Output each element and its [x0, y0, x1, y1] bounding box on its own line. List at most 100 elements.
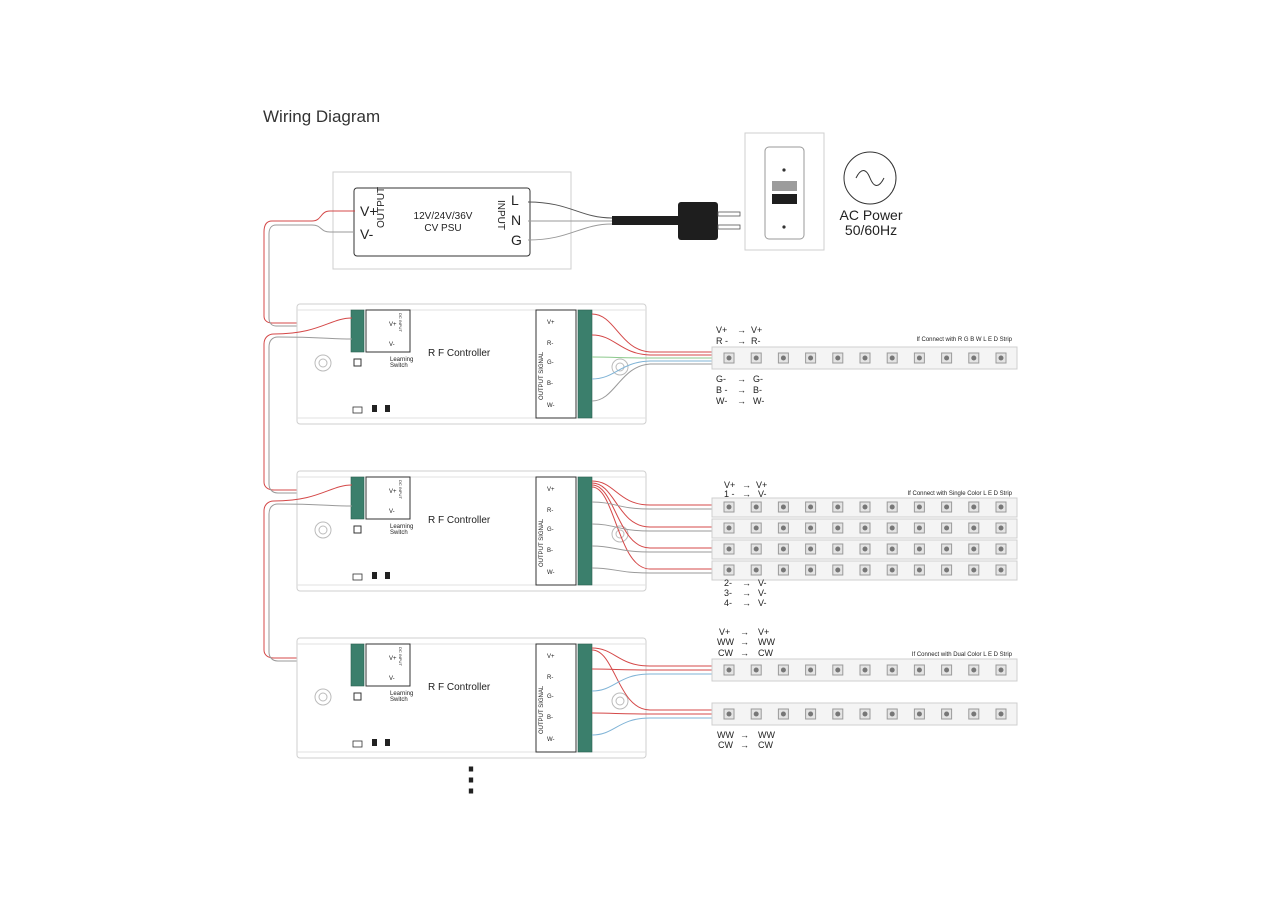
led-chip-center [780, 667, 786, 673]
led-chip-center [835, 525, 841, 531]
controller-3-input-vminus: V- [389, 676, 395, 682]
psu-n-label: N [511, 212, 521, 228]
led-chip-center [998, 567, 1004, 573]
rgbw-g-wire [591, 356, 712, 359]
led-chip-center [726, 546, 732, 552]
controller-1-output-panel [535, 309, 577, 419]
dual-label-from: CW [718, 648, 733, 658]
led-chip-center [889, 355, 895, 361]
controller-1-out-r: R- [547, 341, 553, 347]
controller-3-dip-2 [385, 739, 390, 746]
led-chip-center [971, 504, 977, 510]
controller-2-out-vplus: V+ [547, 487, 555, 493]
led-chip-center [753, 355, 759, 361]
controller-1-switch-label: Switch [390, 363, 408, 369]
diagram-title: Wiring Diagram [263, 107, 380, 126]
single-label-to: V- [758, 598, 767, 608]
controller-2-learning-button[interactable] [353, 525, 362, 534]
led-chip-center [998, 711, 1004, 717]
controller-1-out-g: G- [547, 360, 554, 366]
led-chip-center [808, 567, 814, 573]
led-chip-center [726, 355, 732, 361]
controller-2-out-r: R- [547, 508, 553, 514]
led-chip-center [971, 525, 977, 531]
led-chip-center [916, 355, 922, 361]
dual-2-cw-wire [591, 717, 712, 736]
single-label-from: V+ [724, 480, 735, 490]
led-chip-center [726, 504, 732, 510]
led-chip-center [753, 711, 759, 717]
controller-1-learning-label: Learning [390, 357, 413, 363]
led-chip-center [780, 504, 786, 510]
rgbw-label-to: R- [751, 336, 761, 346]
rgbw-r-wire [591, 334, 712, 356]
single-arrow: → [742, 598, 751, 608]
dual-label-to: WW [758, 637, 775, 647]
controller-3-input-vplus: V+ [389, 656, 397, 662]
single-label-to: V- [758, 489, 767, 499]
led-chip-center [835, 546, 841, 552]
rgbw-arrow: → [737, 374, 746, 384]
controller-2-learning-label: Learning [390, 524, 413, 530]
dual-2-ww-wire [591, 712, 712, 715]
led-chip-center [808, 504, 814, 510]
outlet-screw-top [782, 168, 786, 172]
controller-3-learning-button[interactable] [353, 692, 362, 701]
psu-output-label: OUTPUT [376, 187, 387, 228]
led-chip-center [944, 667, 950, 673]
led-chip-center [889, 667, 895, 673]
single-2-vminus-wire [591, 523, 712, 532]
controller-2-output-terminal [577, 476, 593, 586]
rgbw-label-to: B- [753, 385, 762, 395]
controller-2-dc-input-label: DC INPUT [398, 480, 403, 499]
controller-2-switch-label: Switch [390, 530, 408, 536]
rgbw-arrow: → [737, 325, 746, 335]
single-label-from: 4- [724, 598, 732, 608]
led-chip-center [971, 546, 977, 552]
led-chip-center [862, 667, 868, 673]
ac-sine-icon [855, 170, 885, 186]
dual-1-cw-wire [591, 673, 712, 692]
dual-label-from: WW [717, 637, 734, 647]
controller-3-switch-label: Switch [390, 697, 408, 703]
led-chip-center [971, 567, 977, 573]
rgbw-arrow: → [737, 385, 746, 395]
controller-3-learning-label: Learning [390, 691, 413, 697]
single-label-to: V+ [756, 480, 767, 490]
controller-2-housing [296, 470, 647, 592]
rgbw-label-to: W- [753, 396, 764, 406]
controller-2-dip-2 [385, 572, 390, 579]
psu-l-label: L [511, 192, 519, 208]
controller-2-output-signal-label: OUTPUT SIGNAL [539, 518, 545, 567]
single-3-vminus-wire [591, 545, 712, 553]
rgbw-led-strip [711, 346, 1018, 370]
dual-label-from: WW [717, 730, 734, 740]
led-chip-center [944, 567, 950, 573]
single-2-vplus-wire [591, 482, 712, 528]
controller-1-learning-button[interactable] [353, 358, 362, 367]
controller-2-input-vminus: V- [389, 509, 395, 515]
rgbw-connection-labels: V+ → V+ R - → R- G- → G- B - → B- W- → W… [716, 325, 764, 406]
led-chip-center [808, 711, 814, 717]
controller-1-dc-input-label: DC INPUT [398, 313, 403, 332]
controller-3-housing [296, 637, 647, 759]
controller-3-input-terminal [350, 643, 365, 687]
controller-1-dip-1 [372, 405, 377, 412]
dual-label-to: V+ [758, 627, 769, 637]
rgbw-label-from: V+ [716, 325, 727, 335]
led-chip-center [780, 567, 786, 573]
led-chip-center [726, 711, 732, 717]
controller-1-input-vplus: V+ [389, 322, 397, 328]
psu-name-label: CV PSU [424, 223, 461, 234]
controller-2-indicator [352, 573, 363, 581]
led-chip-center [998, 667, 1004, 673]
led-chip-center [835, 355, 841, 361]
dual-label-to: CW [758, 740, 773, 750]
led-chip-center [889, 525, 895, 531]
dual-arrow: → [740, 730, 749, 740]
led-chip-center [862, 525, 868, 531]
psu-input-label: INPUT [495, 200, 506, 230]
dual-2-vplus-wire [591, 649, 712, 711]
ac-frequency-label: 50/60Hz [845, 222, 897, 238]
